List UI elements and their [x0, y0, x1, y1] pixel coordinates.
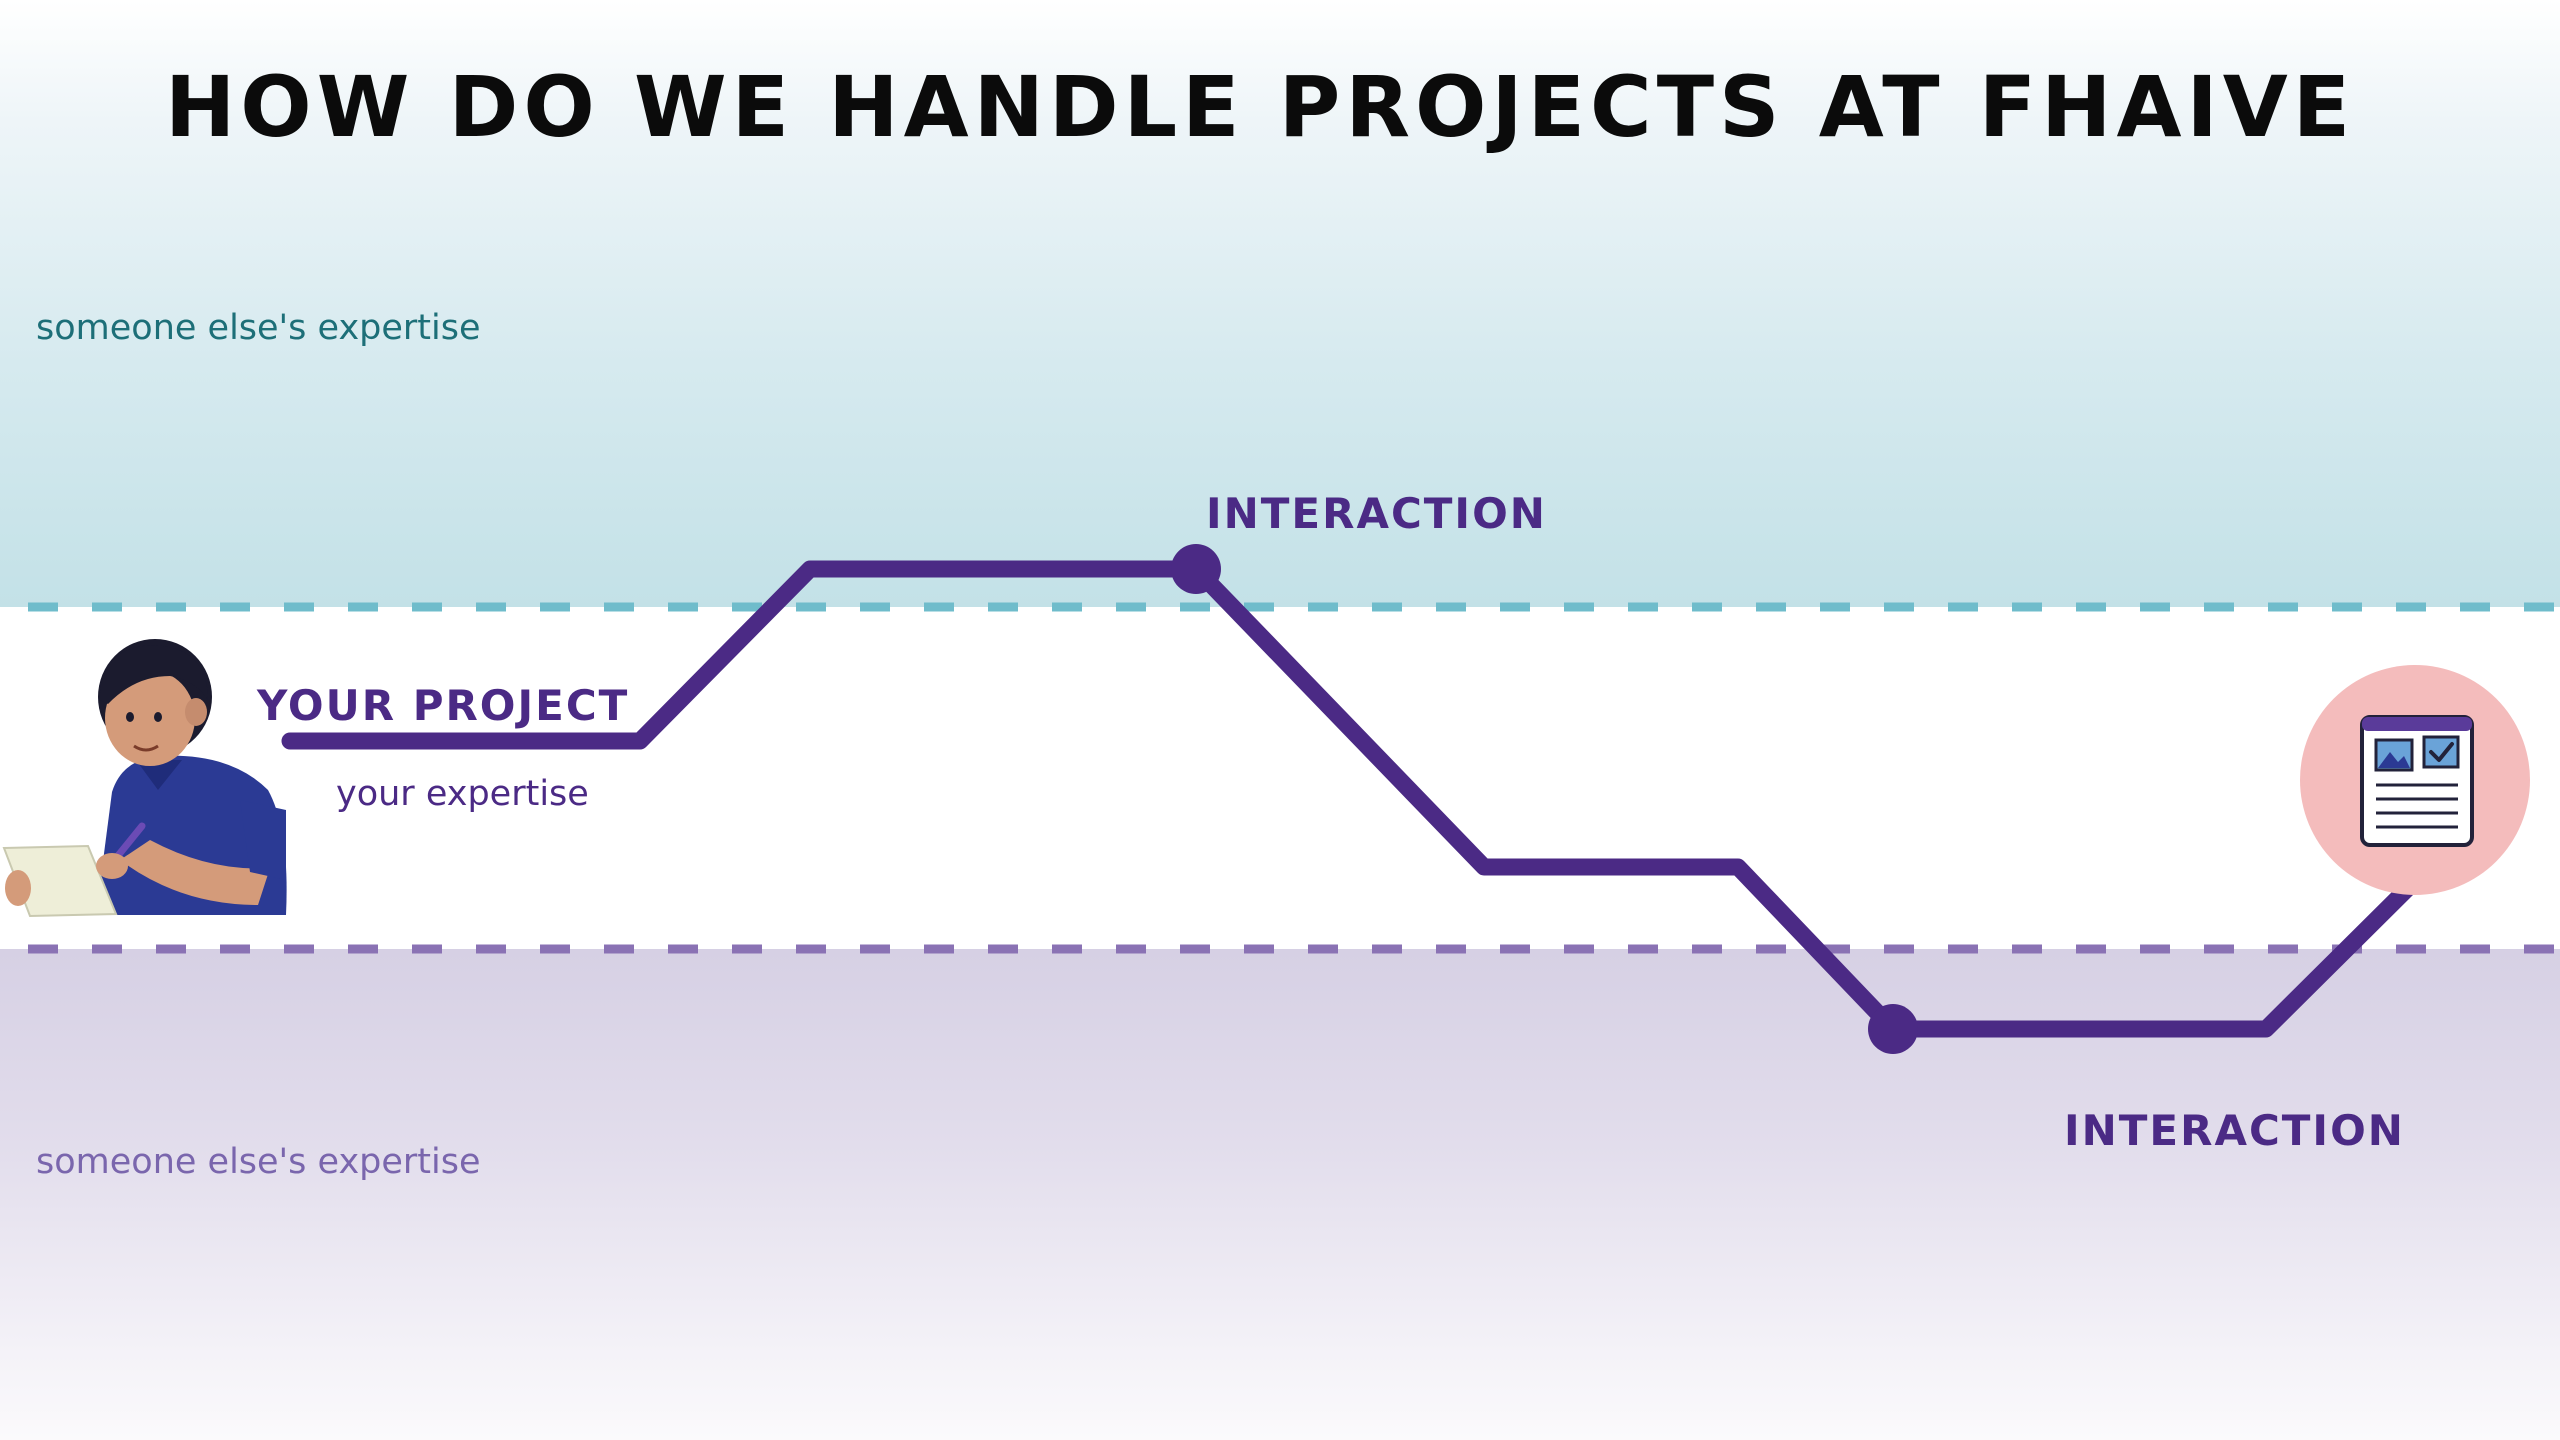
- your-project-label: YOUR PROJECT: [257, 681, 630, 730]
- top-expertise-zone: [0, 0, 2560, 607]
- interaction-label-bottom: INTERACTION: [2064, 1106, 2405, 1155]
- top-zone-label: someone else's expertise: [36, 308, 481, 348]
- interaction-label-top: INTERACTION: [1206, 489, 1547, 538]
- middle-zone-label: your expertise: [336, 774, 589, 814]
- person-writing-illustration: [2, 639, 287, 918]
- project-path-line: [281, 560, 2419, 1038]
- page-title: HOW DO WE HANDLE PROJECTS AT FHAIVE: [165, 58, 2356, 156]
- document-report-icon: [2300, 665, 2530, 895]
- bottom-zone-label: someone else's expertise: [36, 1142, 481, 1182]
- interaction-point-bottom: [1868, 1004, 1918, 1054]
- interaction-point-top: [1171, 544, 1221, 594]
